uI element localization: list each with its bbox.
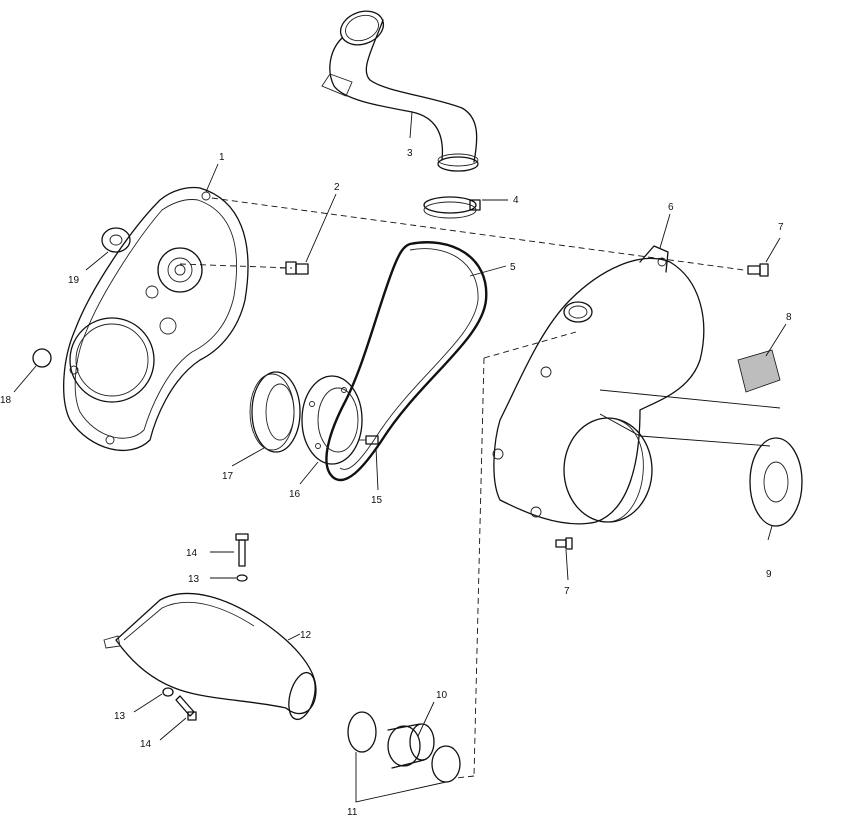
- callout-16: 16: [289, 489, 301, 500]
- callout-5: 5: [510, 262, 516, 273]
- callout-labels: 1 2 3 4 5 6 7 7 8 9 10 11 12 13 13 14 14…: [0, 148, 792, 818]
- duct-bolt-upper-part: [235, 533, 249, 582]
- decal-part: [737, 349, 781, 393]
- callout-10: 10: [436, 690, 448, 701]
- callout-11: 11: [347, 807, 358, 818]
- callout-14-lower: 14: [140, 739, 152, 750]
- callout-17: 17: [222, 471, 234, 482]
- gasket-disc-part: [749, 437, 803, 527]
- callout-8: 8: [786, 312, 792, 323]
- duct-coupler-part: [347, 711, 461, 783]
- callout-3: 3: [407, 148, 413, 159]
- callout-2: 2: [334, 182, 340, 193]
- callout-13-upper: 13: [188, 574, 200, 585]
- callout-1: 1: [219, 152, 225, 163]
- callout-19: 19: [68, 275, 80, 286]
- callout-9: 9: [766, 569, 772, 580]
- callout-7-upper: 7: [778, 222, 784, 233]
- seal-plate-part: [301, 375, 363, 465]
- callout-12: 12: [300, 630, 312, 641]
- inner-clutch-cover-part: [63, 186, 249, 452]
- callout-7-lower: 7: [564, 586, 570, 597]
- grommet-part: [101, 227, 131, 253]
- callout-13-lower: 13: [114, 711, 126, 722]
- callout-6: 6: [668, 202, 674, 213]
- callout-14-upper: 14: [186, 548, 198, 559]
- lower-air-duct-part: [103, 592, 317, 721]
- hose-clamp-part: [423, 196, 481, 219]
- small-ring-part: [32, 348, 52, 368]
- callout-4: 4: [513, 195, 519, 206]
- outer-cover-screw-lower-part: [555, 537, 573, 550]
- seal-ring-part: [249, 371, 301, 453]
- drive-belt-part: [325, 241, 488, 482]
- plate-screw-part: [358, 435, 379, 445]
- assembly-lines: [179, 197, 781, 779]
- intake-duct-part: [321, 10, 479, 172]
- callout-18: 18: [0, 395, 12, 406]
- outer-clutch-cover-part: [492, 245, 705, 525]
- outer-cover-screw-upper-part: [747, 263, 769, 277]
- leader-lines: [13, 111, 787, 803]
- callout-15: 15: [371, 495, 383, 506]
- duct-bolt-lower-part: [162, 687, 197, 721]
